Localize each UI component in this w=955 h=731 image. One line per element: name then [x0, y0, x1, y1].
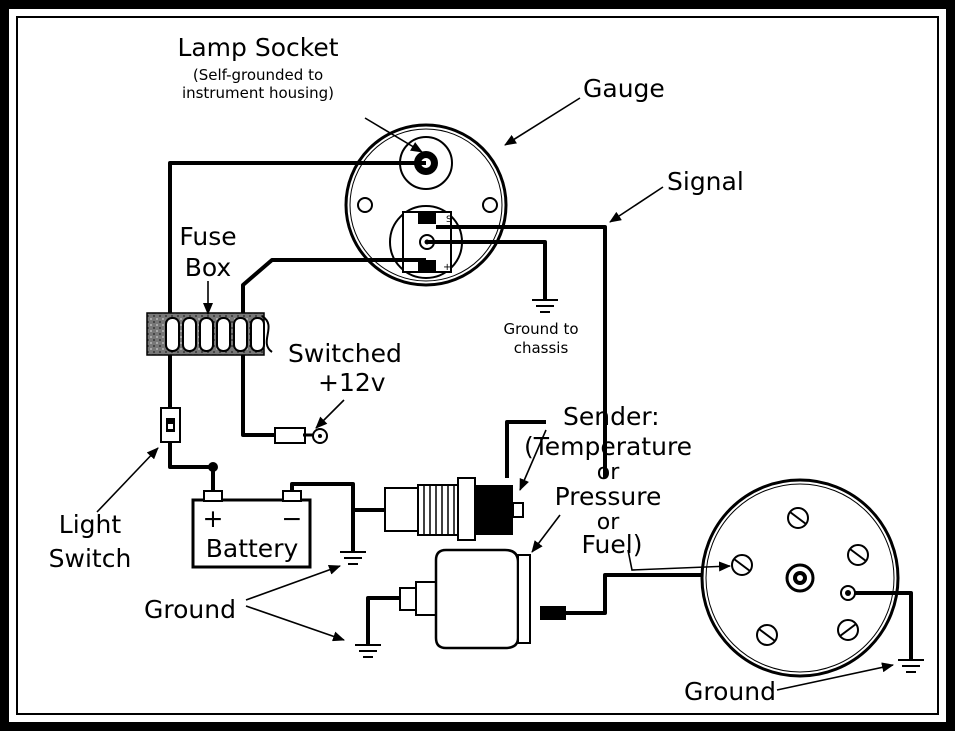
label-or-2: or — [597, 510, 620, 535]
svg-text:S: S — [446, 215, 452, 225]
ground-symbol-pressure — [355, 644, 381, 658]
label-or-1: or — [597, 460, 620, 485]
label-fuse: Fuse — [179, 222, 236, 251]
label-switched: Switched — [288, 339, 402, 368]
label-lamp-socket: Lamp Socket — [177, 33, 338, 62]
power-wire — [241, 258, 426, 437]
label-battery: Battery — [206, 534, 299, 563]
inner-frame — [16, 16, 939, 715]
arrow-light-switch — [96, 447, 159, 513]
arrow-signal — [609, 186, 664, 223]
sender-pressure — [366, 548, 566, 650]
arrow-switched — [315, 399, 345, 429]
label-switch: Switch — [49, 544, 132, 573]
arrow-lamp — [364, 117, 423, 153]
label-box: Box — [185, 253, 231, 282]
label-self-grounded-1: (Self-grounded to — [193, 66, 323, 84]
svg-text:+: + — [443, 262, 451, 273]
label-light: Light — [59, 510, 122, 539]
ground-symbol-battery — [340, 551, 366, 565]
gauge-back-ground-wire — [855, 591, 913, 660]
fuse-box — [146, 312, 273, 356]
gauge-back — [700, 478, 900, 678]
arrow-ground-1 — [245, 565, 341, 601]
label-signal: Signal — [667, 167, 744, 196]
label-temperature: (Temperature — [524, 432, 692, 461]
ignition-switch — [274, 427, 328, 444]
arrow-sender-1 — [519, 429, 547, 491]
light-switch — [160, 407, 181, 443]
ground-symbol-chassis — [532, 299, 558, 313]
pressure-wire — [566, 573, 750, 615]
battery — [191, 490, 312, 569]
label-ground-left: Ground — [144, 595, 236, 624]
label-ground-to: Ground to — [504, 320, 579, 338]
label-pressure: Pressure — [555, 482, 662, 511]
arrow-ground-right — [776, 662, 894, 691]
sender-temperature — [353, 477, 524, 541]
gauge-ground-wire — [426, 240, 547, 300]
label-chassis: chassis — [514, 339, 569, 357]
signal-wire — [436, 225, 607, 478]
label-self-grounded-2: instrument housing) — [182, 84, 334, 102]
arrow-sender-2 — [531, 514, 561, 553]
label-ground-right: Ground — [684, 677, 776, 706]
battery-minus: − — [282, 504, 303, 533]
arrow-gauge — [504, 97, 581, 146]
arrow-fuel — [627, 549, 731, 572]
battery-plus: + — [203, 504, 224, 533]
ground-symbol-right — [898, 659, 924, 673]
label-gauge: Gauge — [583, 74, 665, 103]
label-12v: +12v — [318, 368, 386, 397]
sender-temp-wire — [505, 420, 546, 478]
label-sender: Sender: — [563, 402, 660, 431]
battery-ground-wire — [290, 482, 355, 552]
arrow-ground-2 — [245, 605, 345, 642]
label-fuel: Fuel) — [582, 530, 643, 559]
